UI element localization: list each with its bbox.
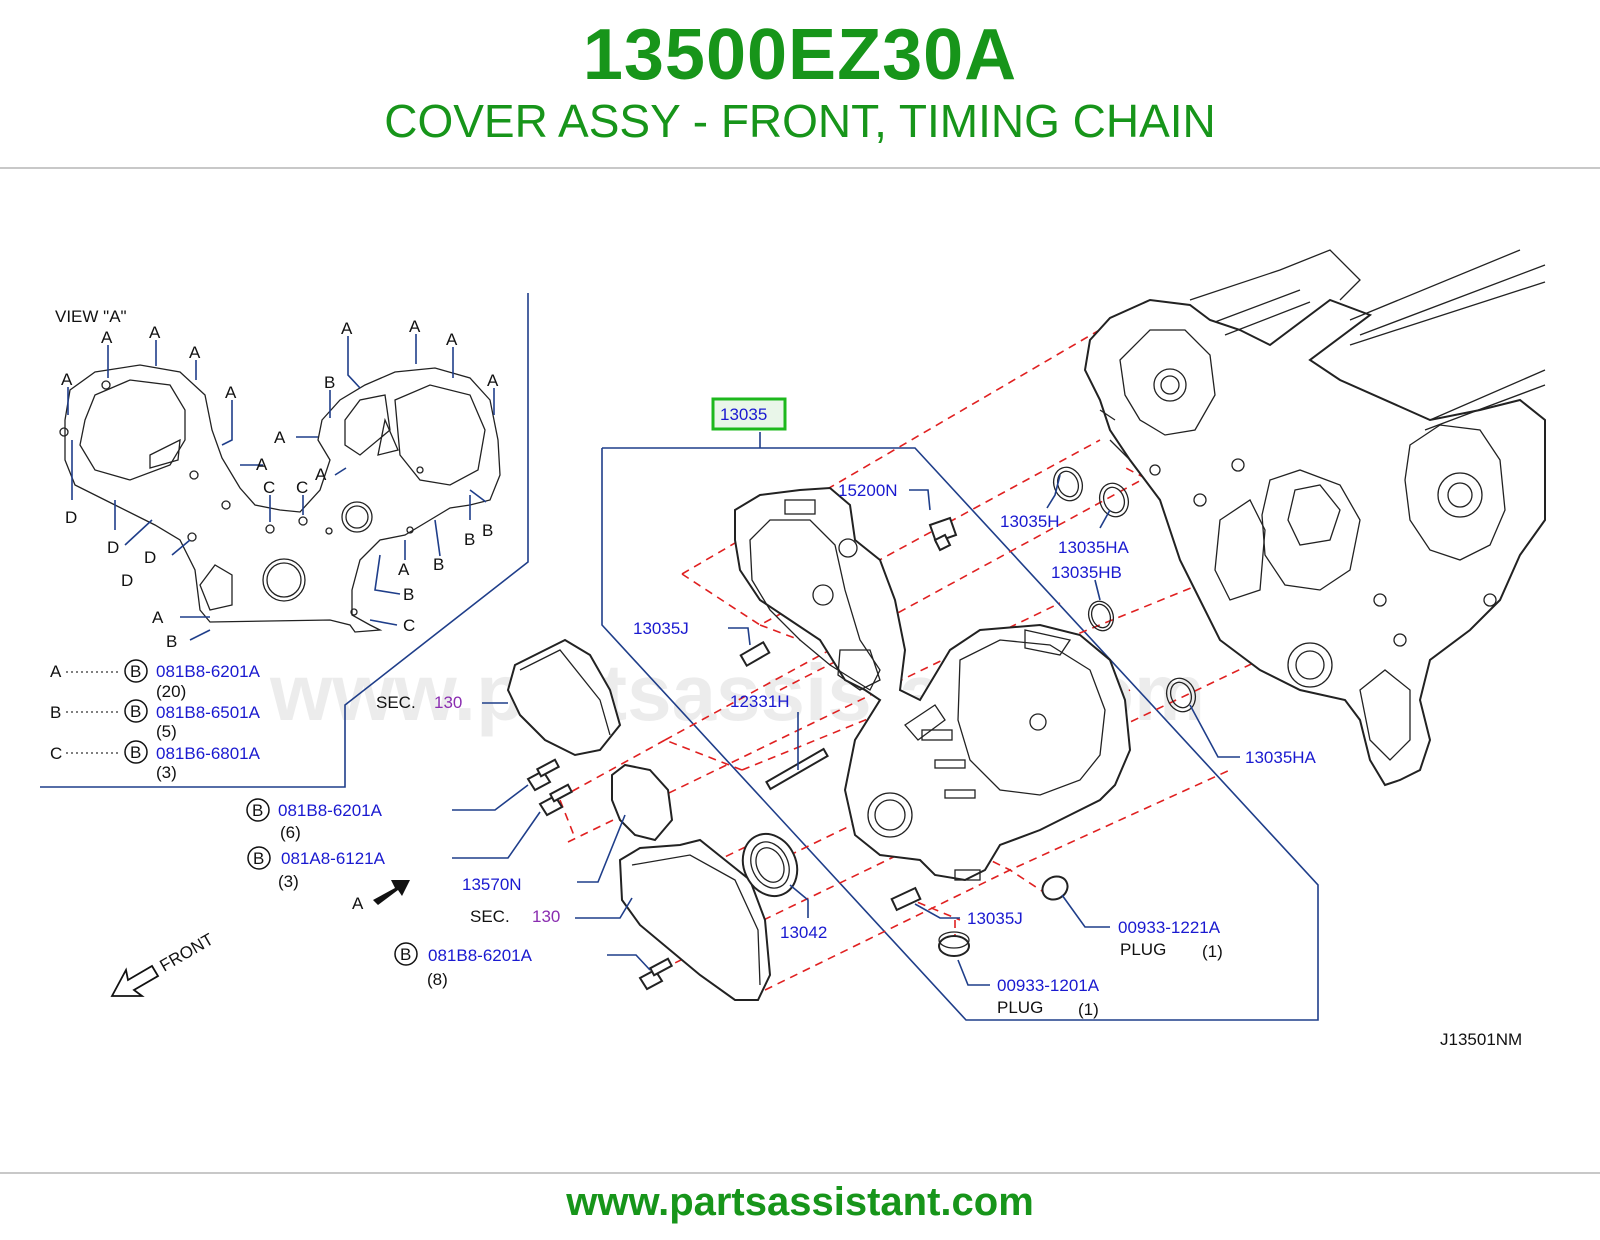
callout-bolt-1-part[interactable]: 081B8-6201A	[278, 801, 383, 820]
svg-text:A: A	[101, 328, 113, 347]
svg-text:A: A	[149, 323, 161, 342]
left-parts	[506, 638, 799, 1001]
view-a-legend: A B 081B8-6201A (20) B B 081B8-6501A (5)…	[50, 659, 261, 782]
callout-bolt-3-part[interactable]: 081B8-6201A	[428, 946, 533, 965]
callout-13035ha-2[interactable]: 13035HA	[1245, 748, 1317, 767]
front-cover-assembly[interactable]	[734, 486, 1132, 882]
svg-text:B: B	[433, 555, 444, 574]
svg-text:D: D	[65, 508, 77, 527]
svg-text:B: B	[464, 530, 475, 549]
svg-text:A: A	[225, 383, 237, 402]
callout-bolt-1-qty: (6)	[280, 823, 301, 842]
svg-text:A: A	[50, 662, 62, 681]
view-a-arrow: A	[352, 880, 410, 913]
highlight-box[interactable]	[711, 397, 787, 431]
part-description: COVER ASSY - FRONT, TIMING CHAIN	[384, 95, 1216, 147]
callout-bolt-2-qty: (3)	[278, 872, 299, 891]
svg-text:A: A	[61, 370, 73, 389]
callout-bolt-2-badge: B	[253, 849, 264, 868]
callout-plug-2-part[interactable]: 00933-1201A	[997, 976, 1100, 995]
diagram-code: J13501NM	[1440, 1030, 1522, 1049]
callout-plug-2-label: PLUG	[997, 998, 1043, 1017]
svg-text:A: A	[409, 317, 421, 336]
callout-13035j-1[interactable]: 13035J	[633, 619, 689, 638]
callout-13035[interactable]: 13035	[720, 405, 767, 424]
assembly-frame	[601, 447, 1319, 1021]
svg-text:C: C	[50, 744, 62, 763]
header: 13500EZ30A COVER ASSY - FRONT, TIMING CH…	[0, 0, 1600, 168]
callout-sec-1-num[interactable]: 130	[434, 693, 462, 712]
callout-sec-2-num[interactable]: 130	[532, 907, 560, 926]
svg-text:B: B	[482, 521, 493, 540]
callout-13035ha-1[interactable]: 13035HA	[1058, 538, 1130, 557]
callout-12331h[interactable]: 12331H	[730, 692, 790, 711]
svg-text:A: A	[398, 560, 410, 579]
callout-15200n[interactable]: 15200N	[838, 481, 898, 500]
footer-url[interactable]: www.partsassistant.com	[566, 1180, 1034, 1224]
svg-text:(5): (5)	[156, 722, 177, 741]
svg-text:081B6-6801A: 081B6-6801A	[156, 744, 261, 763]
divider-top	[0, 167, 1600, 169]
view-a-frame	[40, 293, 529, 788]
svg-text:B: B	[324, 373, 335, 392]
callout-13035h[interactable]: 13035H	[1000, 512, 1060, 531]
callout-bolt-3-qty: (8)	[427, 970, 448, 989]
callout-13570n[interactable]: 13570N	[462, 875, 522, 894]
callout-plug-1-part[interactable]: 00933-1221A	[1118, 918, 1221, 937]
callout-13035hb[interactable]: 13035HB	[1051, 563, 1122, 582]
svg-text:081B8-6501A: 081B8-6501A	[156, 703, 261, 722]
part-number-title: 13500EZ30A	[582, 15, 1018, 95]
view-a-letters: A A A A A A A A A A A A B C C B B B A B …	[61, 317, 499, 651]
callout-sec-2-label: SEC.	[470, 907, 510, 926]
callout-sec-1-label: SEC.	[376, 693, 416, 712]
svg-text:(20): (20)	[156, 682, 186, 701]
callouts: 15200N 13035H 13035HA 13035HB 13035J 123…	[246, 474, 1317, 1019]
svg-text:A: A	[352, 894, 364, 913]
svg-text:081B8-6201A: 081B8-6201A	[156, 662, 261, 681]
svg-text:FRONT: FRONT	[157, 930, 217, 976]
svg-text:C: C	[403, 616, 415, 635]
callout-13035j-2[interactable]: 13035J	[967, 909, 1023, 928]
svg-text:C: C	[296, 478, 308, 497]
svg-text:A: A	[315, 465, 327, 484]
callout-bolt-3-badge: B	[400, 945, 411, 964]
svg-text:A: A	[256, 455, 268, 474]
svg-text:A: A	[189, 343, 201, 362]
front-direction-indicator: FRONT	[110, 930, 217, 997]
svg-text:A: A	[274, 428, 286, 447]
callout-13042[interactable]: 13042	[780, 923, 827, 942]
svg-text:A: A	[341, 319, 353, 338]
engine-block	[1083, 249, 1546, 787]
svg-text:A: A	[446, 330, 458, 349]
svg-text:B: B	[403, 585, 414, 604]
svg-text:A: A	[487, 371, 499, 390]
view-a-gasket	[59, 364, 501, 633]
svg-text:(3): (3)	[156, 763, 177, 782]
svg-text:D: D	[107, 538, 119, 557]
svg-text:D: D	[121, 571, 133, 590]
svg-text:B: B	[130, 702, 141, 721]
callout-bolt-2-part[interactable]: 081A8-6121A	[281, 849, 386, 868]
svg-text:D: D	[144, 548, 156, 567]
callout-plug-1-label: PLUG	[1120, 940, 1166, 959]
svg-text:C: C	[263, 478, 275, 497]
o-rings	[1052, 466, 1197, 713]
svg-text:B: B	[50, 703, 61, 722]
svg-text:B: B	[130, 743, 141, 762]
small-parts	[739, 516, 1069, 957]
svg-text:B: B	[130, 662, 141, 681]
svg-text:B: B	[166, 632, 177, 651]
svg-text:A: A	[152, 608, 164, 627]
divider-bottom	[0, 1172, 1600, 1174]
view-a-title: VIEW "A"	[55, 307, 127, 326]
callout-bolt-1-badge: B	[252, 801, 263, 820]
callout-plug-1-qty: (1)	[1202, 942, 1223, 961]
callout-plug-2-qty: (1)	[1078, 1000, 1099, 1019]
